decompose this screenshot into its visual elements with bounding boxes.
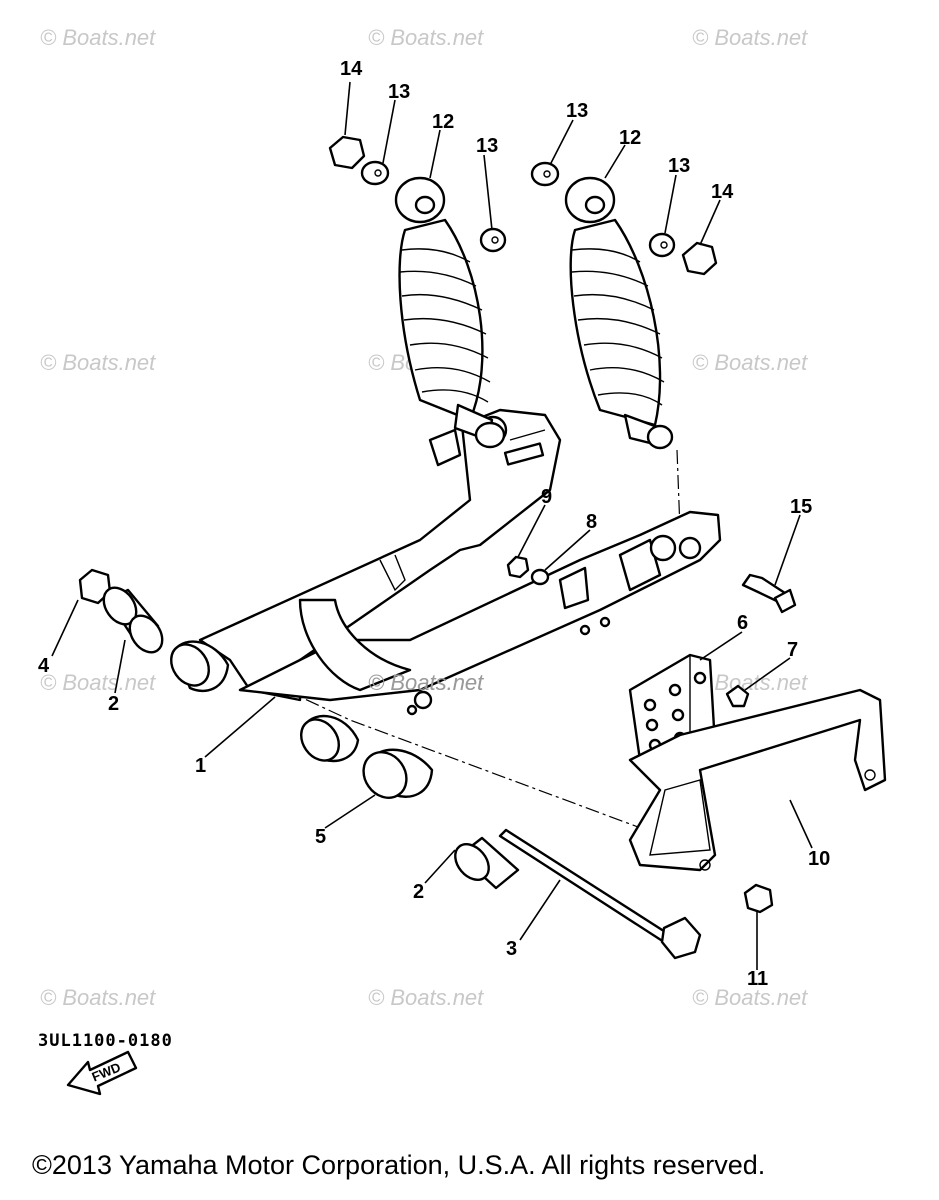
nut-14-right — [681, 241, 718, 276]
watermark-3: © Boats.net — [692, 25, 808, 50]
leader-lines — [51, 81, 813, 970]
chain-guard-10 — [628, 688, 887, 872]
callout-12-left: 12 — [432, 111, 454, 133]
screw-11 — [743, 883, 774, 914]
callout-11: 11 — [747, 968, 768, 990]
washer-13-b — [479, 227, 507, 253]
callout-13-c: 13 — [566, 100, 588, 122]
swingarm — [198, 408, 722, 716]
callout-5: 5 — [315, 826, 326, 848]
pivot-shaft-3 — [498, 828, 702, 960]
bolt-7 — [725, 684, 750, 708]
callout-4: 4 — [38, 655, 50, 677]
nut-9 — [506, 555, 530, 579]
upper-mount-hardware — [328, 135, 718, 276]
callout-2-right: 2 — [413, 881, 424, 903]
washer-13-d — [648, 232, 676, 258]
callout-8: 8 — [586, 511, 597, 533]
callout-13-b: 13 — [476, 135, 498, 157]
callout-1: 1 — [195, 755, 206, 777]
callout-9: 9 — [541, 486, 552, 508]
callout-13-d: 13 — [668, 155, 690, 177]
callout-10: 10 — [808, 848, 830, 870]
watermark-7: © Boats.net — [40, 670, 156, 695]
watermark-4: © Boats.net — [40, 350, 156, 375]
callout-labels: 14 13 12 13 13 12 13 14 9 8 15 6 7 4 2 1… — [38, 58, 830, 990]
callout-14-left: 14 — [340, 58, 363, 80]
callout-13-a: 13 — [388, 81, 410, 103]
shock-mount-axis-right — [676, 449, 681, 531]
washer-13-c — [530, 161, 560, 187]
callout-7: 7 — [787, 639, 798, 661]
watermark-11: © Boats.net — [368, 985, 484, 1010]
small-hardware — [506, 555, 797, 708]
forward-arrow-icon: FWD — [66, 1050, 138, 1096]
rear-shock-right — [564, 176, 674, 450]
watermark-1: © Boats.net — [40, 25, 156, 50]
rear-shock-left — [394, 176, 506, 449]
watermark-2: © Boats.net — [368, 25, 484, 50]
callout-15: 15 — [790, 496, 812, 518]
catalog-code: 3UL1100-0180 — [38, 1031, 173, 1051]
callout-6: 6 — [737, 612, 748, 634]
watermark-12: © Boats.net — [692, 985, 808, 1010]
callout-3: 3 — [506, 938, 517, 960]
nut-14-left — [328, 135, 366, 170]
callout-12-right: 12 — [619, 127, 641, 149]
watermark-10: © Boats.net — [40, 985, 156, 1010]
watermark-6: © Boats.net — [692, 350, 808, 375]
callout-2-left: 2 — [108, 693, 119, 715]
copyright-notice: ©2013 Yamaha Motor Corporation, U.S.A. A… — [32, 1150, 766, 1180]
watermark-center: © Boats.net — [368, 670, 484, 695]
callout-14-right: 14 — [711, 181, 734, 203]
pivot-collars — [78, 568, 520, 890]
washer-8 — [530, 568, 550, 586]
